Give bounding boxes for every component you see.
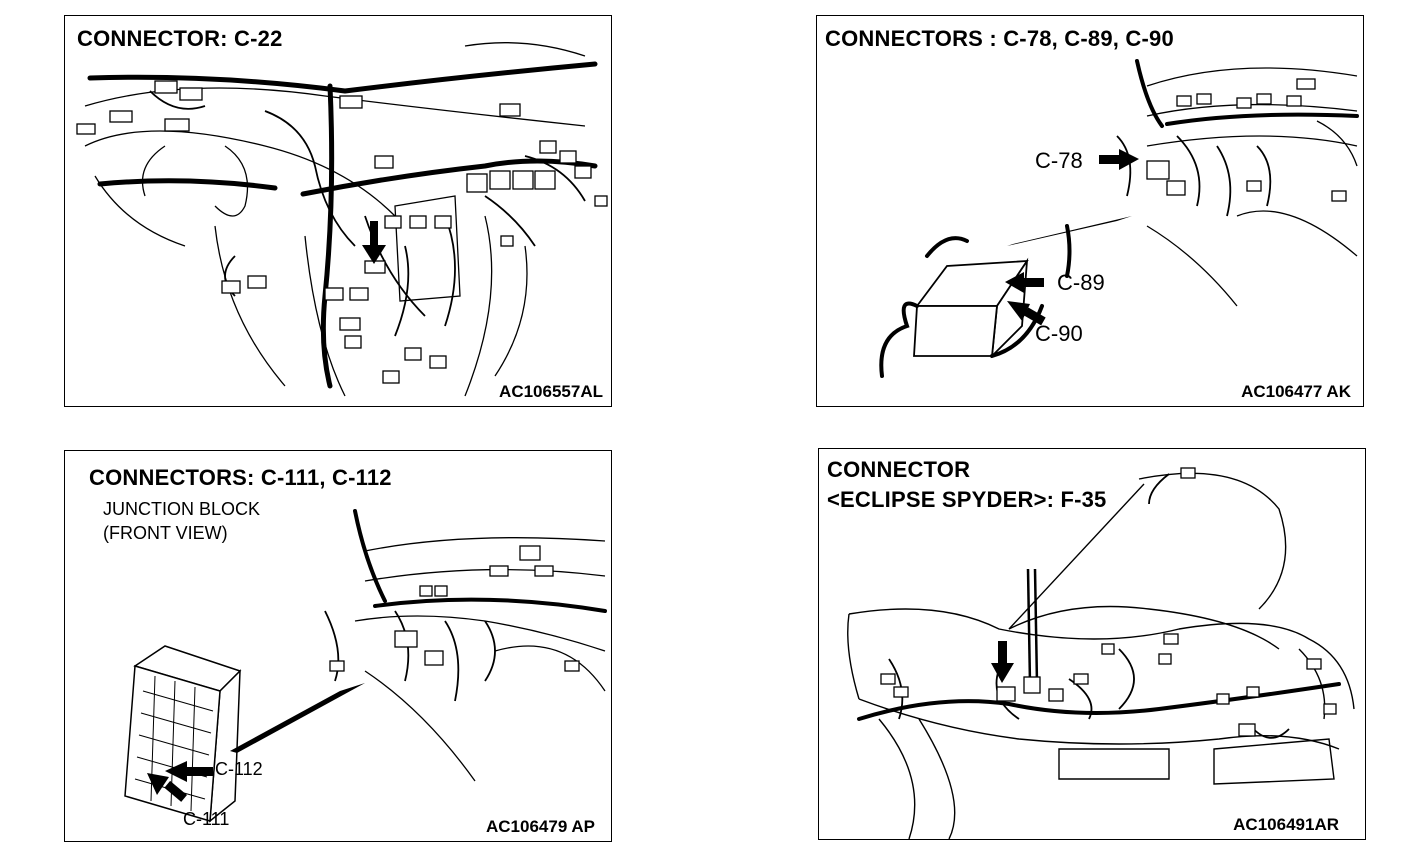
subtitle-line-2: (FRONT VIEW): [103, 523, 228, 543]
arrow-icon: [991, 641, 1014, 683]
callout-c111: C-111: [183, 809, 230, 829]
panel-title-line-2: <ECLIPSE SPYDER>: F-35: [827, 487, 1107, 512]
junction-block: [913, 257, 1029, 359]
panel-title: CONNECTORS: C-111, C-112: [89, 465, 392, 490]
figure-code: AC106479 AP: [486, 817, 595, 836]
figure-code: AC106557AL: [499, 382, 603, 401]
panel-c78-c89-c90: CONNECTORS : C-78, C-89, C-90 C-78 C-89 …: [816, 15, 1364, 407]
junction-harness-drawing: [879, 59, 1359, 378]
panel-c111-c112: CONNECTORS: C-111, C-112 JUNCTION BLOCK …: [64, 450, 612, 842]
trunk-harness-drawing: [847, 467, 1355, 839]
connector-icon: [880, 467, 1337, 737]
dashboard-harness-drawing: [76, 42, 608, 397]
junction-block-drawing: [124, 509, 607, 823]
callout-c89: C-89: [1057, 270, 1105, 295]
arrow-icon: [147, 761, 213, 802]
connector-icon: [329, 545, 580, 672]
figure-code: AC106491AR: [1233, 815, 1339, 834]
connector-icon: [1146, 78, 1347, 202]
panel-title: CONNECTORS : C-78, C-89, C-90: [825, 26, 1174, 51]
panel-c22: CONNECTOR: C-22 AC106557AL: [64, 15, 612, 407]
panel-f35: CONNECTOR <ECLIPSE SPYDER>: F-35 AC10649…: [818, 448, 1366, 840]
subtitle-line-1: JUNCTION BLOCK: [103, 499, 261, 519]
callout-c78: C-78: [1035, 148, 1083, 173]
figure-code: AC106477 AK: [1241, 382, 1351, 401]
panel-title-line-1: CONNECTOR: [827, 457, 971, 482]
panel-title: CONNECTOR: C-22: [77, 26, 283, 51]
callout-c112: C-112: [215, 759, 263, 779]
callout-c90: C-90: [1035, 321, 1083, 346]
arrow-icon: [362, 221, 386, 264]
arrow-icon: [1005, 149, 1139, 326]
connector-icon: [76, 80, 608, 384]
